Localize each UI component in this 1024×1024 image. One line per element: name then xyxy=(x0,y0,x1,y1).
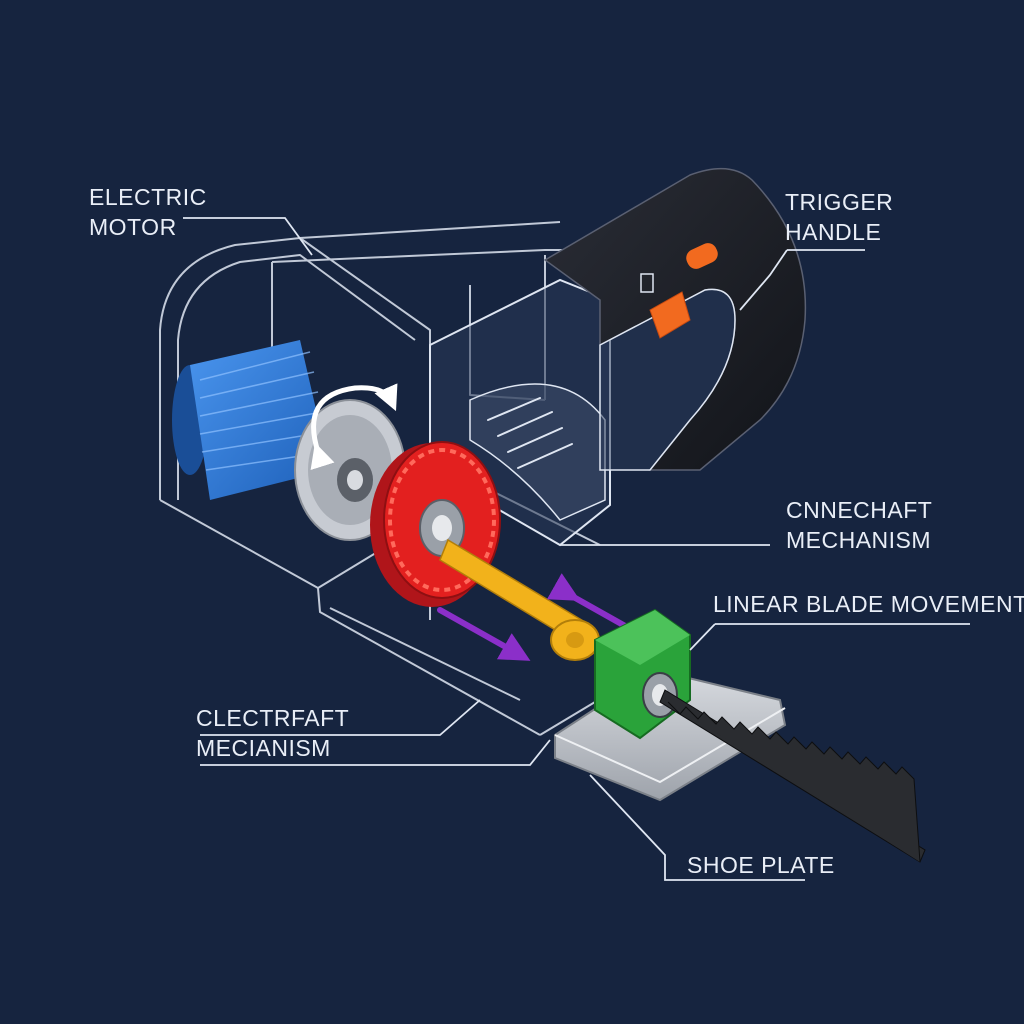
label-trigger-handle-line2: HANDLE xyxy=(785,219,882,245)
label-crankshaft-line2: MECIANISM xyxy=(196,735,331,761)
rotation-arrow-icon xyxy=(310,383,398,471)
label-linear-blade-movement: LINEAR BLADE MOVEMENT xyxy=(713,589,1024,619)
label-connecting-shaft-line2: MECHANISM xyxy=(786,527,932,553)
housing-wireframe xyxy=(159,221,720,736)
lock-switch-icon xyxy=(640,273,654,293)
label-trigger-handle-line1: TRIGGER xyxy=(785,189,894,215)
trigger-handle-body xyxy=(543,167,807,471)
label-linear-blade-line1: LINEAR BLADE MOVEMENT xyxy=(713,591,1024,617)
label-shoe-plate-line1: SHOE PLATE xyxy=(687,852,835,878)
label-crankshaft-line1: CLECTRFAFT xyxy=(196,705,350,731)
saw-blade xyxy=(659,689,926,863)
label-electric-motor: ELECTRIC MOTOR xyxy=(89,182,207,242)
label-shoe-plate: SHOE PLATE xyxy=(687,850,835,880)
label-connecting-shaft: CNNECHAFT MECHANISM xyxy=(786,495,932,555)
trigger-button xyxy=(649,291,691,339)
label-electric-motor-line2: MOTOR xyxy=(89,214,177,240)
label-trigger-handle: TRIGGER HANDLE xyxy=(785,187,893,247)
label-crankshaft-mechanism: CLECTRFAFT MECIANISM xyxy=(196,703,349,763)
label-connecting-shaft-line1: CNNECHAFT xyxy=(786,497,933,523)
electric-motor xyxy=(172,340,406,541)
trigger-lock-button xyxy=(686,243,718,269)
leader-lines xyxy=(183,217,970,881)
label-electric-motor-line1: ELECTRIC xyxy=(89,184,207,210)
